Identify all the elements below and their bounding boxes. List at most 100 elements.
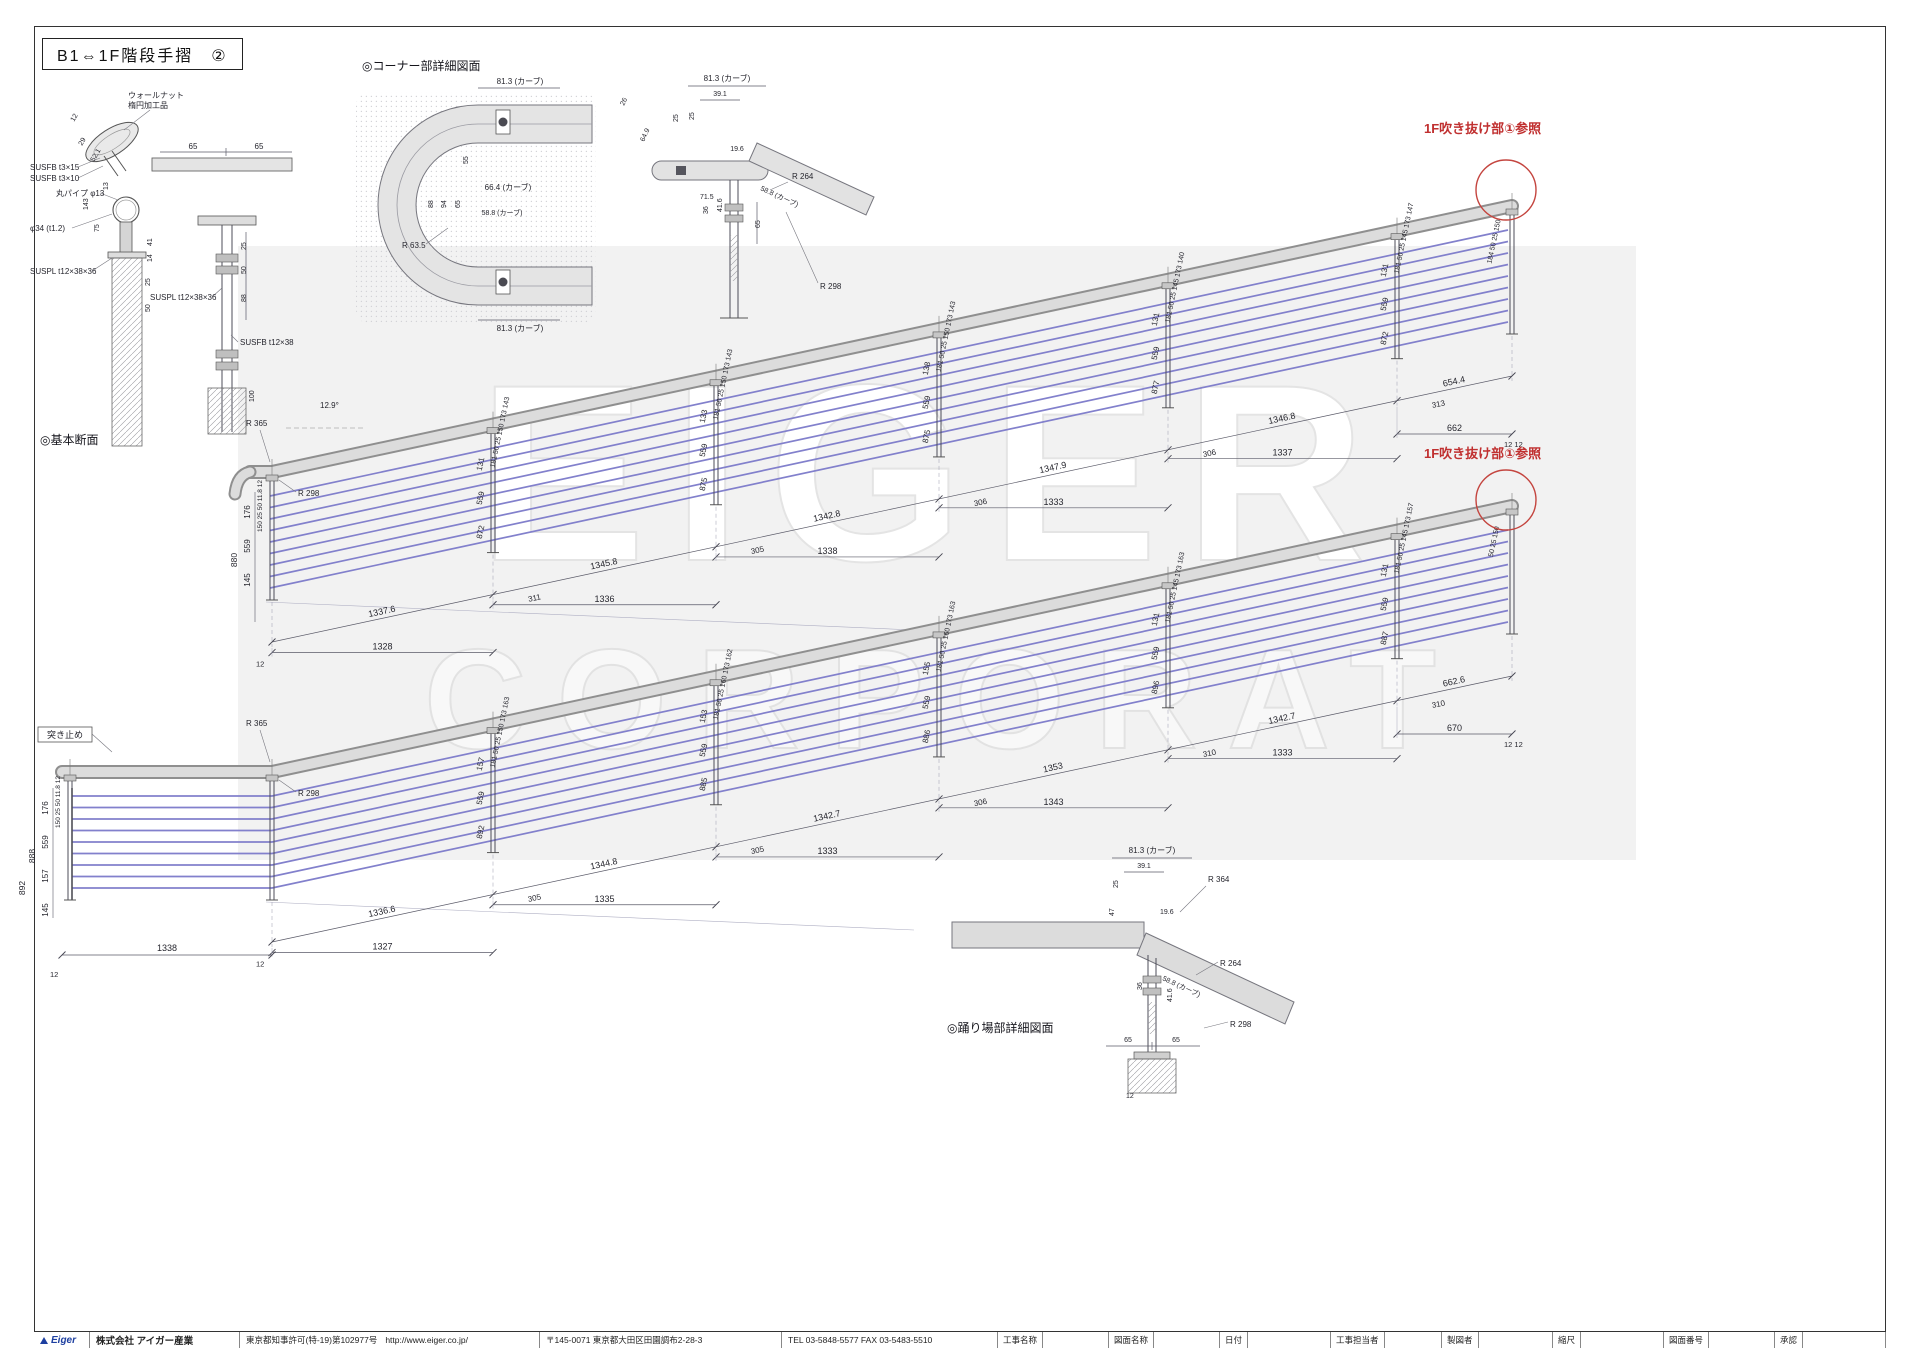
svg-text:313: 313 [1431, 398, 1446, 410]
landing-detail: 81.3 (カーブ) 39.1 25 47 R 364 19.6 R 264 5… [947, 845, 1295, 1100]
svg-text:559: 559 [921, 394, 933, 409]
material-label: SUSFB t3×15 [30, 163, 80, 172]
svg-text:145: 145 [41, 903, 50, 917]
svg-text:662: 662 [1447, 423, 1462, 433]
svg-text:892: 892 [17, 881, 27, 895]
svg-text:157: 157 [475, 756, 487, 771]
svg-text:306: 306 [973, 797, 988, 809]
svg-text:155: 155 [921, 660, 933, 675]
dim: 88 [241, 294, 248, 302]
dim: 25 [145, 278, 152, 286]
license-cell: 東京都知事許可(特-19)第102977号 http://www.eiger.c… [240, 1332, 540, 1348]
svg-text:R 365: R 365 [246, 719, 268, 728]
svg-text:1333: 1333 [1272, 748, 1292, 758]
svg-text:880: 880 [229, 553, 239, 567]
field-label: 工事名称 [998, 1332, 1044, 1348]
material-label: 丸パイプ φ13 [56, 188, 105, 198]
dim: R 264 [1220, 959, 1242, 968]
dim: 94 [441, 200, 448, 208]
dim: 66.4 (カーブ) [485, 182, 532, 192]
field-project-name: 工事名称 [998, 1332, 1109, 1348]
basic-section: ウォールナット 楕円加工品 SUSFB t3×15 SUSFB t3×10 丸パ… [30, 91, 294, 447]
svg-text:872: 872 [1379, 330, 1391, 345]
material-label: SUSFB t12×38 [240, 338, 294, 347]
svg-text:12.9°: 12.9° [320, 401, 339, 410]
void-ref-note-1: 1F吹き抜け部①参照 [1424, 121, 1541, 136]
dim: 100 [249, 390, 256, 402]
corner-detail-plan: ◎コーナー部詳細図面 81.3 (カーブ) 66.4 (カーブ) 58.8 (カ… [356, 58, 596, 333]
dim: 65 [1172, 1037, 1180, 1044]
field-scale: 縮尺 [1553, 1332, 1664, 1348]
dim: 25 [241, 242, 248, 250]
field-value [1581, 1332, 1663, 1348]
drawing-title-text: B1⇔1F階段手摺 ② [57, 48, 228, 65]
logo-mountain-icon [40, 1336, 48, 1344]
svg-text:138: 138 [921, 360, 933, 375]
field-value [1479, 1332, 1552, 1348]
company-url: http://www.eiger.co.jp/ [385, 1335, 468, 1345]
svg-text:310: 310 [1202, 747, 1217, 759]
svg-text:1336: 1336 [594, 594, 614, 604]
svg-text:R 365: R 365 [246, 419, 268, 428]
svg-text:305: 305 [527, 892, 542, 904]
dim: 13 [103, 182, 110, 190]
svg-text:1338: 1338 [157, 943, 177, 953]
svg-text:305: 305 [750, 844, 765, 856]
material-label: SUSFB t3×10 [30, 174, 80, 183]
svg-text:131: 131 [1150, 311, 1162, 326]
svg-text:157: 157 [41, 869, 50, 883]
dim: 65 [189, 142, 198, 151]
svg-text:150 25 50 11.8 12: 150 25 50 11.8 12 [55, 776, 62, 828]
void-reference-annotations: 1F吹き抜け部①参照 1F吹き抜け部①参照 [1424, 121, 1541, 531]
dim: 81.3 (カーブ) [704, 73, 751, 83]
dim: 41.6 [717, 198, 724, 212]
svg-text:306: 306 [973, 497, 988, 509]
material-label: SUSPL t12×38×36 [150, 293, 217, 302]
svg-text:559: 559 [698, 742, 710, 757]
field-approval: 承認 [1775, 1332, 1886, 1348]
svg-text:R 298: R 298 [298, 789, 320, 798]
svg-text:1333: 1333 [1043, 497, 1063, 507]
svg-text:1327: 1327 [372, 942, 392, 952]
dim: R 298 [820, 282, 842, 291]
svg-text:131: 131 [1379, 562, 1391, 577]
dim: 36 [1137, 982, 1144, 990]
svg-text:896: 896 [1150, 679, 1162, 694]
field-label: 製図者 [1442, 1332, 1479, 1348]
svg-text:150 25 50 11.8 12: 150 25 50 11.8 12 [257, 480, 264, 532]
svg-text:872: 872 [475, 524, 487, 539]
svg-text:310: 310 [1431, 698, 1446, 710]
dim: 88 [428, 200, 435, 208]
corner-detail-top: 81.3 (カーブ) 39.1 25 19.6 71.5 58.8 (カーブ) … [619, 73, 875, 319]
svg-text:559: 559 [1150, 345, 1162, 360]
corner-detail-title: ◎コーナー部詳細図面 [362, 58, 480, 73]
dim: 12 [70, 113, 80, 123]
svg-text:12 12: 12 12 [1504, 740, 1523, 749]
dim: 50 [241, 266, 248, 274]
dim: 50 [145, 304, 152, 312]
field-label: 縮尺 [1553, 1332, 1582, 1348]
svg-text:559: 559 [698, 442, 710, 457]
company-name: 株式会社 アイガー産業 [90, 1332, 240, 1348]
field-label: 図面名称 [1109, 1332, 1155, 1348]
field-drawing-number: 図面番号 [1664, 1332, 1775, 1348]
svg-text:887: 887 [1379, 630, 1391, 645]
svg-text:559: 559 [243, 539, 252, 553]
svg-text:559: 559 [475, 790, 487, 805]
company-address: 〒145-0071 東京都大田区田園調布2-28-3 [540, 1332, 782, 1348]
dim: 39.1 [1137, 863, 1151, 870]
void-ref-circle-2 [1475, 469, 1537, 531]
dim: 64.9 [639, 127, 651, 142]
svg-text:888: 888 [27, 849, 37, 863]
watermark-line1: EIGER [478, 333, 1392, 614]
material-label: 楕円加工品 [128, 100, 168, 110]
field-value [1709, 1332, 1774, 1348]
dim: 55 [463, 156, 470, 164]
construction-line [265, 901, 915, 931]
field-drawing-name: 図面名称 [1109, 1332, 1220, 1348]
svg-text:1335: 1335 [594, 894, 614, 904]
